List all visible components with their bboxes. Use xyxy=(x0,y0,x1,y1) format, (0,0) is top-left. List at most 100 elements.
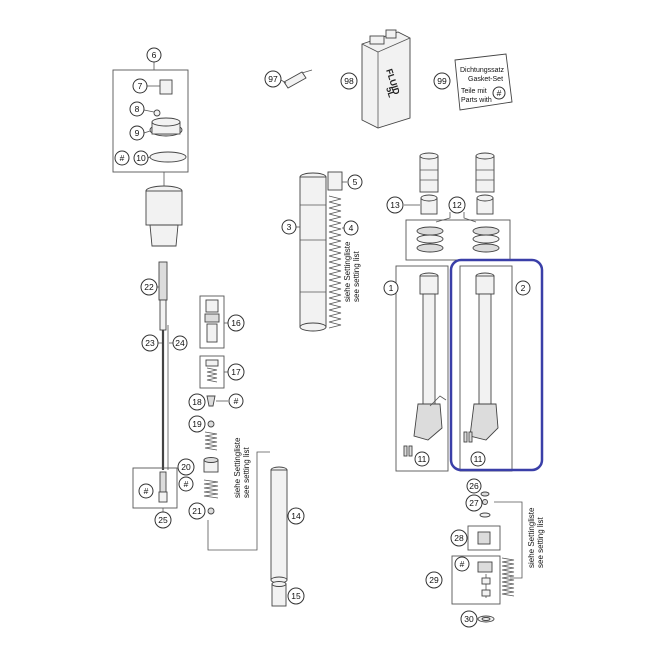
callout-hash-10: # xyxy=(114,150,130,166)
callout-11-left[interactable]: 11 xyxy=(414,451,430,467)
svg-text:see setting list: see setting list xyxy=(242,447,251,498)
part-group-29-box xyxy=(451,555,501,605)
callout-11-right[interactable]: 11 xyxy=(470,451,486,467)
svg-text:19: 19 xyxy=(192,419,202,429)
callout-30[interactable]: 30 xyxy=(460,610,478,628)
callout-1[interactable]: 1 xyxy=(383,280,399,296)
svg-text:see setting list: see setting list xyxy=(352,251,361,302)
svg-text:17: 17 xyxy=(231,367,241,377)
svg-text:#: # xyxy=(460,559,465,569)
part-19-shape xyxy=(207,420,215,428)
callout-23[interactable]: 23 xyxy=(141,334,159,352)
svg-text:8: 8 xyxy=(135,104,140,114)
callout-6[interactable]: 6 xyxy=(146,47,162,63)
callout-28[interactable]: 28 xyxy=(450,529,468,547)
callout-12[interactable]: 12 xyxy=(448,196,466,214)
gasket-card-line3: Teile mit xyxy=(461,88,487,95)
part-1-axle-clamp xyxy=(413,403,443,441)
svg-text:#: # xyxy=(234,396,239,406)
svg-text:#: # xyxy=(497,88,502,98)
svg-text:#: # xyxy=(144,486,149,496)
part-2-axle-clamp xyxy=(469,403,499,441)
callout-5[interactable]: 5 xyxy=(347,174,363,190)
gasket-card-line2: Gasket-Set xyxy=(468,76,503,83)
highlight-selection-box[interactable] xyxy=(449,258,544,472)
callout-26[interactable]: 26 xyxy=(466,478,482,494)
callout-25[interactable]: 25 xyxy=(154,511,172,529)
part-98-can xyxy=(361,31,411,129)
callout-14[interactable]: 14 xyxy=(287,507,305,525)
setting-note-damper: siehe Settingliste see setting list xyxy=(233,437,251,498)
svg-text:11: 11 xyxy=(418,454,427,464)
callout-18[interactable]: 18 xyxy=(188,393,206,411)
svg-text:see setting list: see setting list xyxy=(536,517,545,568)
part-26-shape xyxy=(480,491,490,497)
setting-note-cartridge: siehe Settingliste see setting list xyxy=(527,507,545,568)
callout-27[interactable]: 27 xyxy=(465,494,483,512)
part-3-tube xyxy=(299,176,327,328)
svg-text:1: 1 xyxy=(389,283,394,293)
callout-22[interactable]: 22 xyxy=(140,278,158,296)
callout-20[interactable]: 20 xyxy=(177,458,195,476)
svg-text:siehe Settingliste: siehe Settingliste xyxy=(527,507,536,568)
callout-hash-18: # xyxy=(228,393,244,409)
svg-text:97: 97 xyxy=(268,74,278,84)
part-sleeve-shape xyxy=(145,190,183,226)
svg-text:15: 15 xyxy=(291,591,301,601)
callout-19[interactable]: 19 xyxy=(188,415,206,433)
svg-text:10: 10 xyxy=(136,153,146,163)
callout-29[interactable]: 29 xyxy=(425,571,443,589)
part-4-spring xyxy=(328,195,342,329)
callout-4[interactable]: 4 xyxy=(343,220,359,236)
svg-text:26: 26 xyxy=(469,481,479,491)
svg-text:5: 5 xyxy=(353,177,358,187)
callout-9[interactable]: 9 xyxy=(129,125,145,141)
svg-text:13: 13 xyxy=(390,200,400,210)
part-14-tube xyxy=(270,469,288,581)
svg-text:20: 20 xyxy=(181,462,191,472)
svg-text:#: # xyxy=(184,479,189,489)
callout-99[interactable]: 99 xyxy=(433,72,451,90)
callout-16[interactable]: 16 xyxy=(227,314,245,332)
svg-text:siehe Settingliste: siehe Settingliste xyxy=(233,437,242,498)
svg-text:9: 9 xyxy=(135,128,140,138)
callout-7[interactable]: 7 xyxy=(132,78,148,94)
gasket-card-line1: Dichtungssatz xyxy=(460,67,504,74)
callout-98[interactable]: 98 xyxy=(340,72,358,90)
part-22-shape xyxy=(158,261,168,301)
callout-2[interactable]: 2 xyxy=(515,280,531,296)
svg-text:6: 6 xyxy=(152,50,157,60)
gasket-card-line4: Parts with xyxy=(461,97,492,104)
svg-text:4: 4 xyxy=(349,223,354,233)
callout-17[interactable]: 17 xyxy=(227,363,245,381)
callout-13[interactable]: 13 xyxy=(386,196,404,214)
fluid-can-volume: 5L xyxy=(384,86,397,100)
callout-10[interactable]: 10 xyxy=(133,150,149,166)
part-group-25-box xyxy=(132,467,178,509)
svg-text:7: 7 xyxy=(138,81,143,91)
svg-text:29: 29 xyxy=(429,575,439,585)
svg-text:27: 27 xyxy=(469,498,479,508)
svg-text:25: 25 xyxy=(158,515,168,525)
callout-3[interactable]: 3 xyxy=(281,219,297,235)
part-5-shape xyxy=(327,171,343,191)
part-28-shape xyxy=(477,531,491,545)
svg-text:3: 3 xyxy=(287,222,292,232)
svg-text:30: 30 xyxy=(464,614,474,624)
callout-8[interactable]: 8 xyxy=(129,101,145,117)
part-15-shape xyxy=(271,583,287,607)
svg-text:21: 21 xyxy=(192,506,202,516)
callout-21[interactable]: 21 xyxy=(188,502,206,520)
part-group-28-box xyxy=(467,525,501,551)
svg-text:14: 14 xyxy=(291,511,301,521)
part-1-tube xyxy=(422,293,436,405)
callout-24[interactable]: 24 xyxy=(172,335,188,351)
callout-97[interactable]: 97 xyxy=(264,70,282,88)
svg-text:99: 99 xyxy=(437,76,447,86)
callout-15[interactable]: 15 xyxy=(287,587,305,605)
part-8-shape xyxy=(153,109,161,117)
part-2-tube xyxy=(478,293,492,405)
gasket-card-hash-icon: # xyxy=(492,86,506,100)
svg-text:23: 23 xyxy=(145,338,155,348)
